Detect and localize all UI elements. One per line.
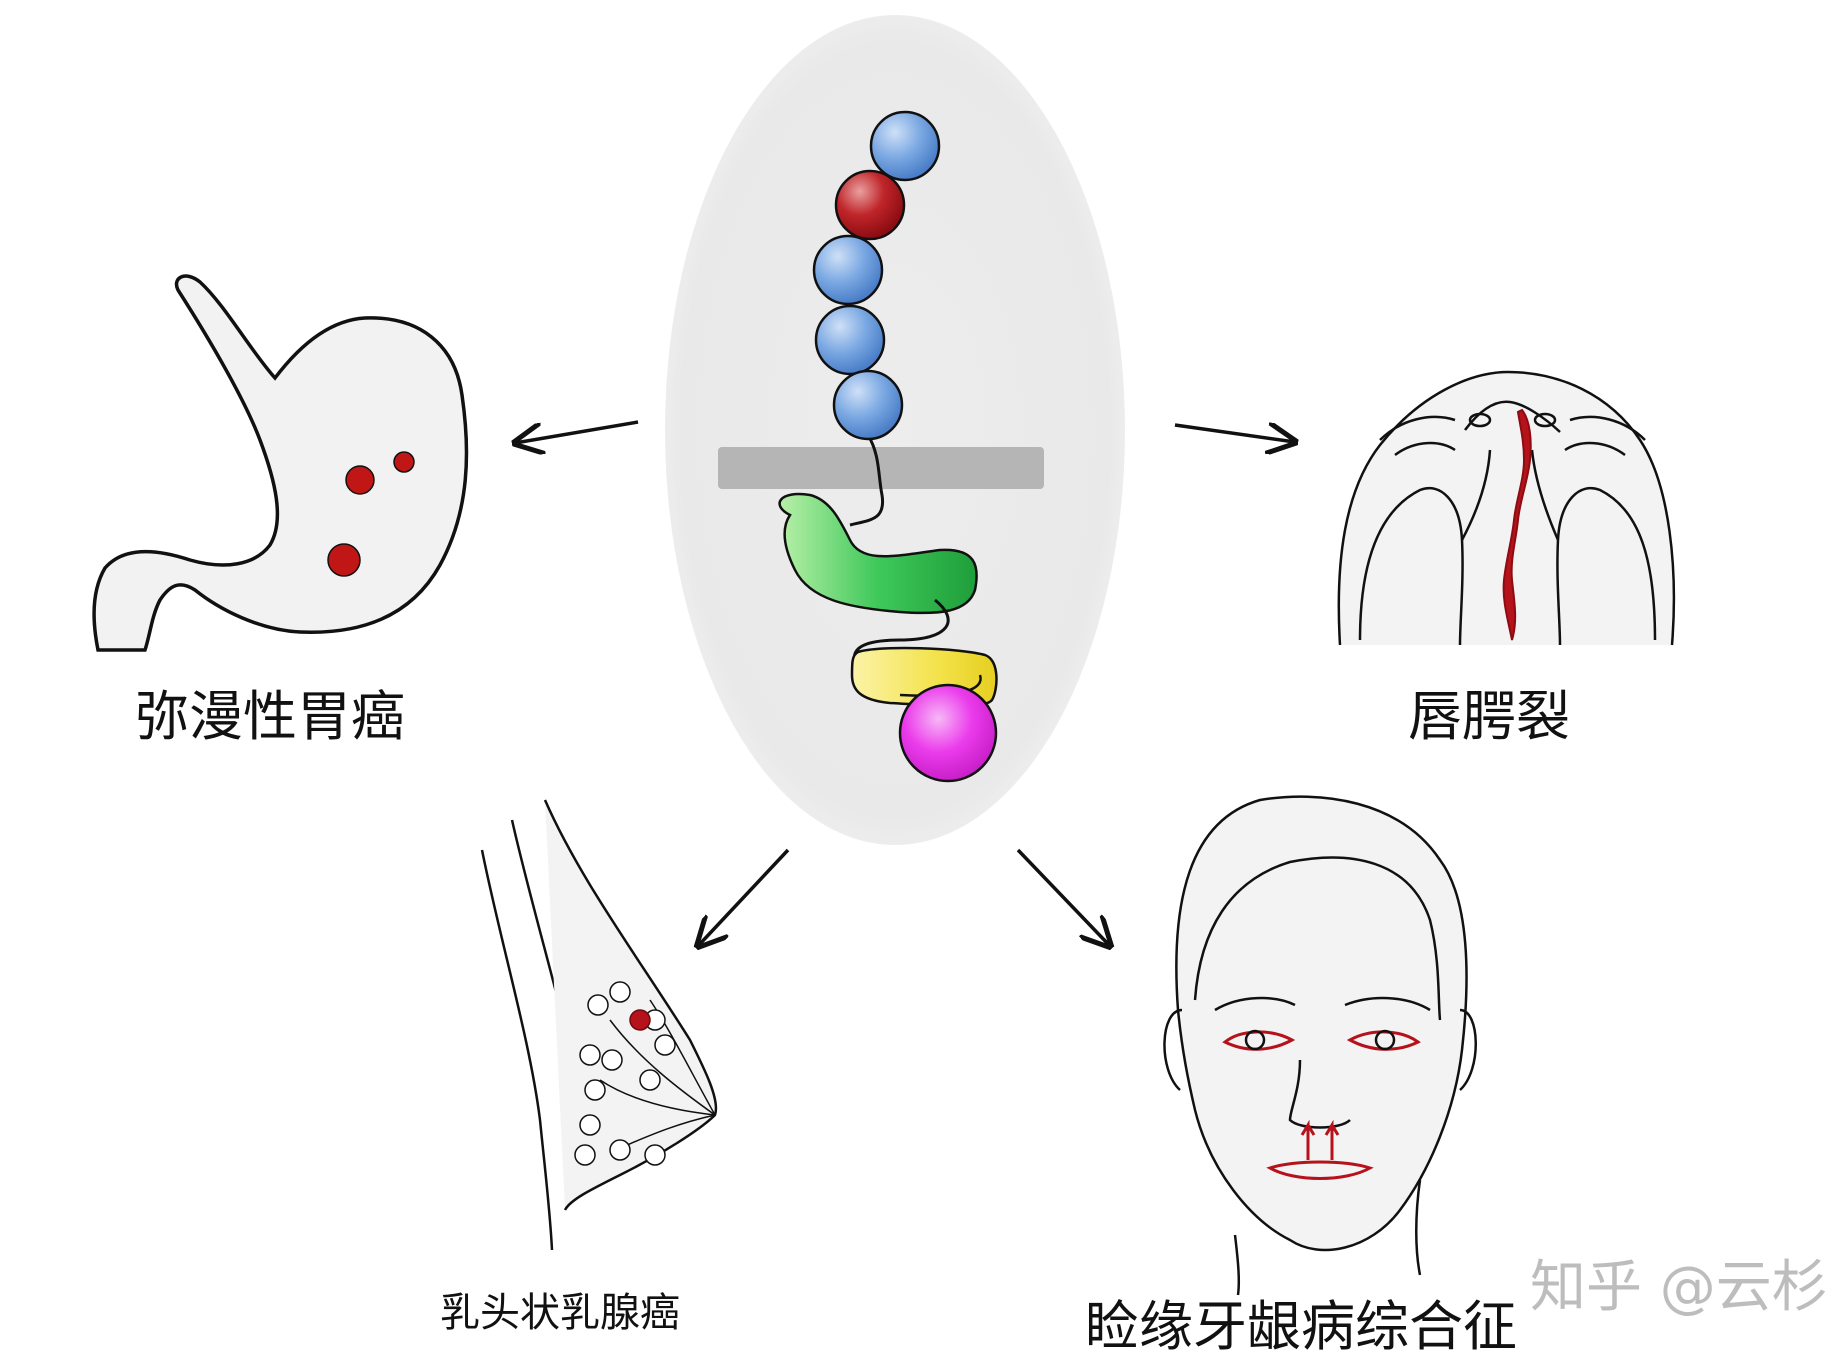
nostril-left bbox=[1468, 412, 1492, 428]
lobule bbox=[587, 994, 609, 1016]
cell-membrane bbox=[718, 447, 1044, 489]
palate-inner-left bbox=[1358, 487, 1464, 646]
protein-diagram bbox=[665, 15, 1125, 845]
brow-left bbox=[1214, 996, 1296, 1012]
cleft-palate-illustration bbox=[1337, 370, 1676, 646]
domain-linker bbox=[853, 598, 950, 666]
face-illustration bbox=[1163, 795, 1477, 1296]
label-cleft-lip-palate: 唇腭裂 bbox=[1408, 685, 1570, 748]
lobule bbox=[584, 1079, 606, 1101]
hairline bbox=[1193, 856, 1442, 1021]
lobule bbox=[579, 1044, 601, 1066]
terminal-domain-magenta bbox=[898, 683, 998, 783]
eye-right bbox=[1346, 1030, 1421, 1051]
stomach-lesion-3 bbox=[327, 543, 361, 577]
nostril-right bbox=[1533, 412, 1557, 428]
palate-outer-outline bbox=[1337, 370, 1676, 646]
face-outline bbox=[1175, 795, 1468, 1252]
lobule bbox=[579, 1114, 601, 1136]
neck-left bbox=[1233, 1234, 1241, 1296]
duct-1 bbox=[609, 1019, 716, 1116]
watermark: 知乎 @云杉 bbox=[1530, 1255, 1828, 1320]
brow-left bbox=[1379, 415, 1456, 441]
arrow-to-cleft bbox=[1174, 425, 1295, 442]
mouth bbox=[1266, 1160, 1374, 1180]
cleft-lip-left bbox=[1300, 1119, 1316, 1160]
lobule bbox=[644, 1144, 666, 1166]
label-diffuse-gastric-cancer: 弥漫性胃癌 bbox=[135, 685, 405, 748]
extracellular-bead-1 bbox=[869, 110, 941, 182]
pupil-right bbox=[1374, 1029, 1396, 1051]
cleft-lip-right bbox=[1324, 1119, 1340, 1160]
extracellular-bead-mutant bbox=[834, 169, 906, 241]
ear-left bbox=[1163, 1008, 1183, 1091]
arrow-to-breast bbox=[698, 848, 790, 946]
nose bbox=[1288, 1059, 1351, 1129]
duct-2 bbox=[599, 1079, 716, 1116]
stomach-lesion-2 bbox=[393, 451, 415, 473]
breast-illustration bbox=[480, 799, 718, 1251]
ear-right bbox=[1459, 1008, 1477, 1091]
lobule bbox=[574, 1144, 596, 1166]
arrows bbox=[515, 420, 1295, 946]
lobule bbox=[609, 1139, 631, 1161]
lobule bbox=[639, 1069, 661, 1091]
breast-tumor bbox=[629, 1009, 651, 1031]
label-papillary-breast-cancer: 乳头状乳腺癌 bbox=[440, 1290, 680, 1336]
lobule bbox=[609, 981, 631, 1003]
brow-right bbox=[1569, 415, 1646, 441]
eye-right bbox=[1564, 441, 1626, 457]
lobule bbox=[601, 1049, 623, 1071]
neck-right bbox=[1415, 1179, 1422, 1276]
palate-center-ridge-left bbox=[1460, 449, 1492, 541]
chest-line-outer bbox=[480, 849, 554, 1251]
cleft-lesion bbox=[1502, 408, 1532, 641]
arrow-to-stomach bbox=[515, 420, 639, 443]
extracellular-bead-3 bbox=[812, 234, 884, 306]
lobule bbox=[654, 1034, 676, 1056]
extracellular-bead-4 bbox=[814, 304, 886, 376]
extracellular-bead-5 bbox=[832, 369, 904, 441]
breast-outline bbox=[543, 799, 718, 1211]
intracellular-domain-green bbox=[778, 492, 978, 615]
eye-left bbox=[1222, 1030, 1296, 1051]
cell-background-ellipse bbox=[665, 15, 1125, 845]
pupil-left bbox=[1244, 1029, 1266, 1051]
stomach-outline bbox=[92, 274, 469, 652]
palate-center-ridge-right bbox=[1530, 449, 1560, 541]
transmembrane-linker bbox=[849, 434, 885, 527]
arrow-to-face bbox=[1016, 848, 1110, 946]
lobules bbox=[574, 981, 676, 1166]
stomach-illustration bbox=[92, 274, 469, 652]
stomach-lesion-1 bbox=[345, 465, 375, 495]
brow-right bbox=[1344, 996, 1431, 1012]
eye-left bbox=[1394, 441, 1456, 457]
label-blepharocheilodontic-syndrome: 睑缘牙龈病综合征 bbox=[1085, 1295, 1517, 1358]
palate-inner-right bbox=[1556, 487, 1657, 646]
